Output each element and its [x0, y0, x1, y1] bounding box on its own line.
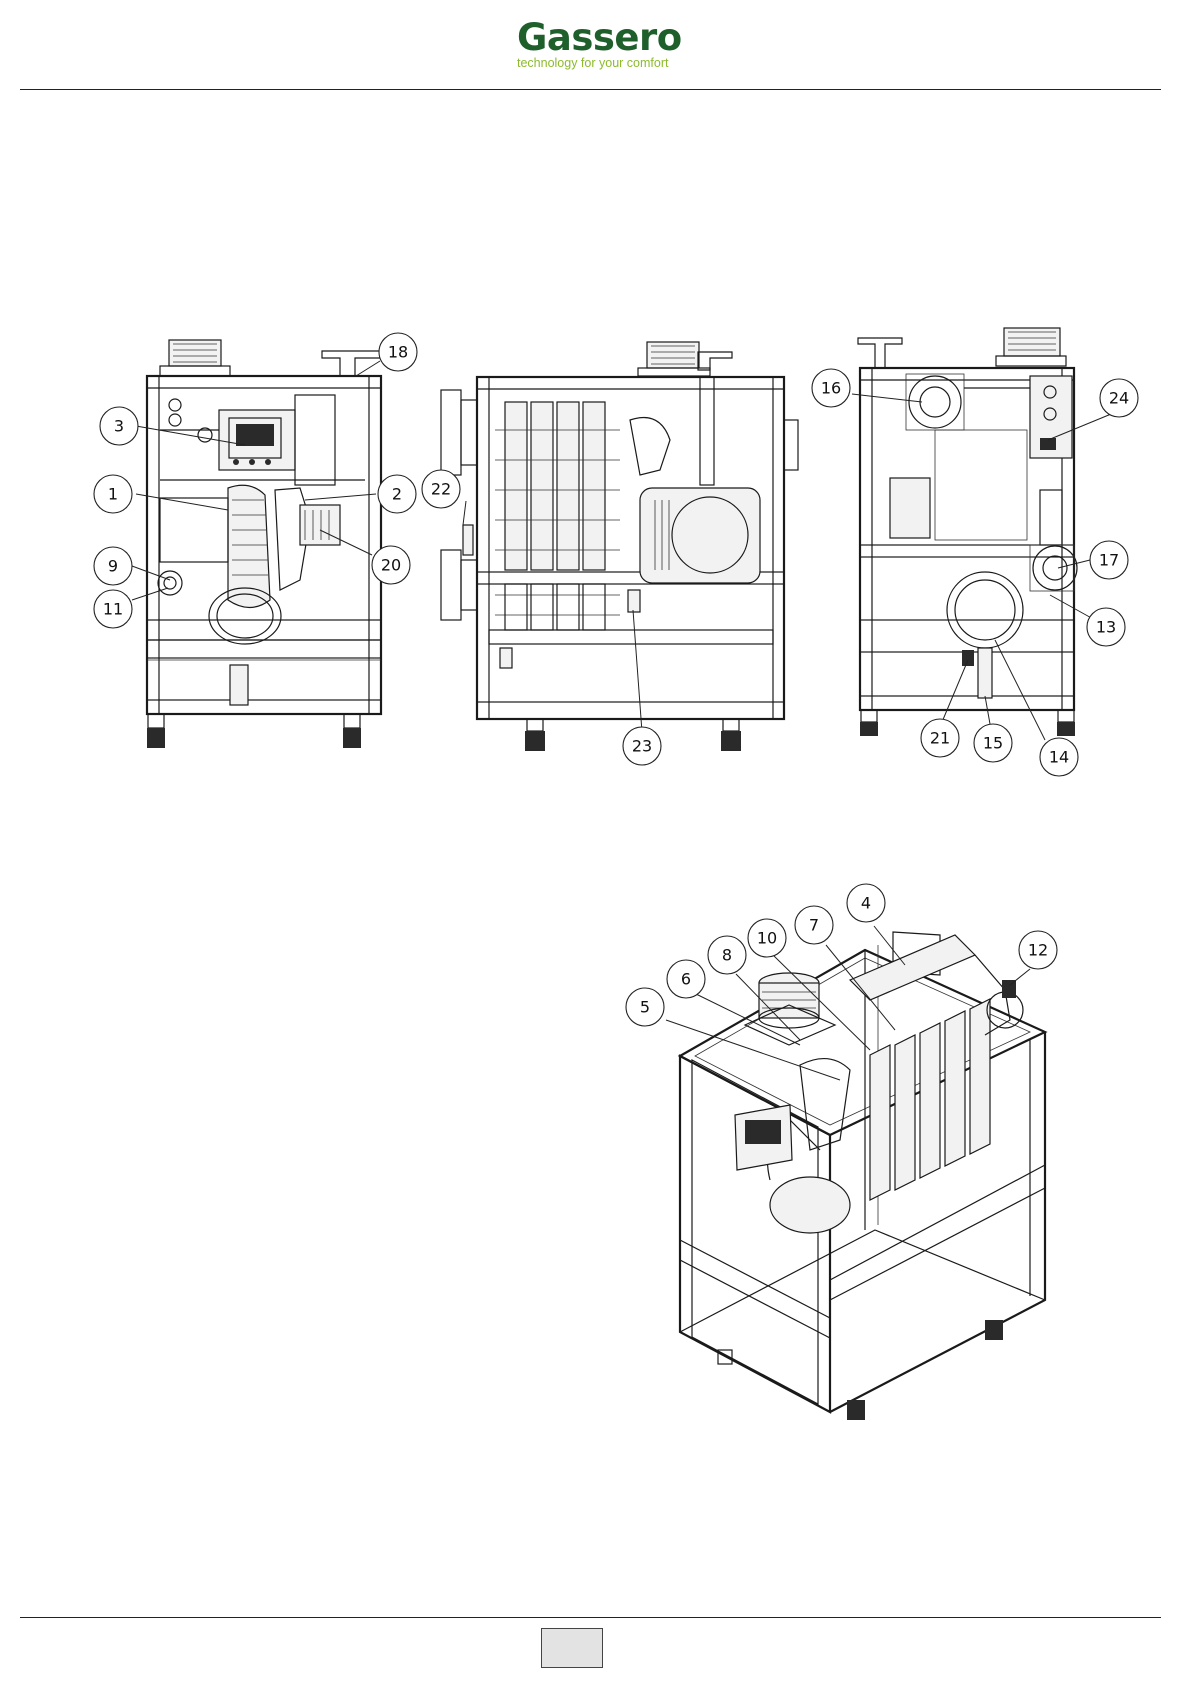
callout-label: 15	[983, 734, 1003, 753]
callout-label: 24	[1109, 389, 1129, 408]
isometric-view-drawing	[680, 932, 1045, 1420]
callout-11: 11	[94, 590, 132, 628]
callout-21: 21	[921, 719, 959, 757]
callout-7: 7	[795, 906, 833, 944]
callout-24: 24	[1100, 379, 1138, 417]
side-view-drawing	[441, 342, 798, 751]
callout-label: 7	[809, 916, 819, 935]
callout-label: 17	[1099, 551, 1119, 570]
callout-18: 18	[379, 333, 417, 371]
callout-5: 5	[626, 988, 664, 1026]
callout-9: 9	[94, 547, 132, 585]
callout-label: 11	[103, 600, 123, 619]
callout-1: 1	[94, 475, 132, 513]
callout-15: 15	[974, 724, 1012, 762]
rear-view-drawing	[858, 328, 1077, 736]
callout-label: 22	[431, 480, 451, 499]
page-number-box	[541, 1628, 603, 1668]
callout-label: 12	[1028, 941, 1048, 960]
callout-label: 16	[821, 379, 841, 398]
callout-8: 8	[708, 936, 746, 974]
callout-17: 17	[1090, 541, 1128, 579]
callout-16: 16	[812, 369, 850, 407]
callout-20: 20	[372, 546, 410, 584]
callout-14: 14	[1040, 738, 1078, 776]
footer-divider	[20, 1617, 1161, 1618]
callout-label: 9	[108, 557, 118, 576]
callout-label: 8	[722, 946, 732, 965]
callout-label: 6	[681, 970, 691, 989]
callout-label: 13	[1096, 618, 1116, 637]
callout-label: 2	[392, 485, 402, 504]
callout-label: 14	[1049, 748, 1069, 767]
callout-label: 23	[632, 737, 652, 756]
callout-label: 1	[108, 485, 118, 504]
callout-13: 13	[1087, 608, 1125, 646]
callout-6: 6	[667, 960, 705, 998]
callout-label: 18	[388, 343, 408, 362]
callout-label: 21	[930, 729, 950, 748]
callout-3: 3	[100, 407, 138, 445]
callout-label: 3	[114, 417, 124, 436]
callout-label: 4	[861, 894, 871, 913]
callout-label: 20	[381, 556, 401, 575]
callout-22: 22	[422, 470, 460, 508]
callout-4: 4	[847, 884, 885, 922]
callout-12: 12	[1019, 931, 1057, 969]
callout-label: 10	[757, 929, 777, 948]
callout-label: 5	[640, 998, 650, 1017]
callout-2: 2	[378, 475, 416, 513]
callout-10: 10	[748, 919, 786, 957]
callout-23: 23	[623, 727, 661, 765]
front-view-drawing	[147, 340, 382, 748]
